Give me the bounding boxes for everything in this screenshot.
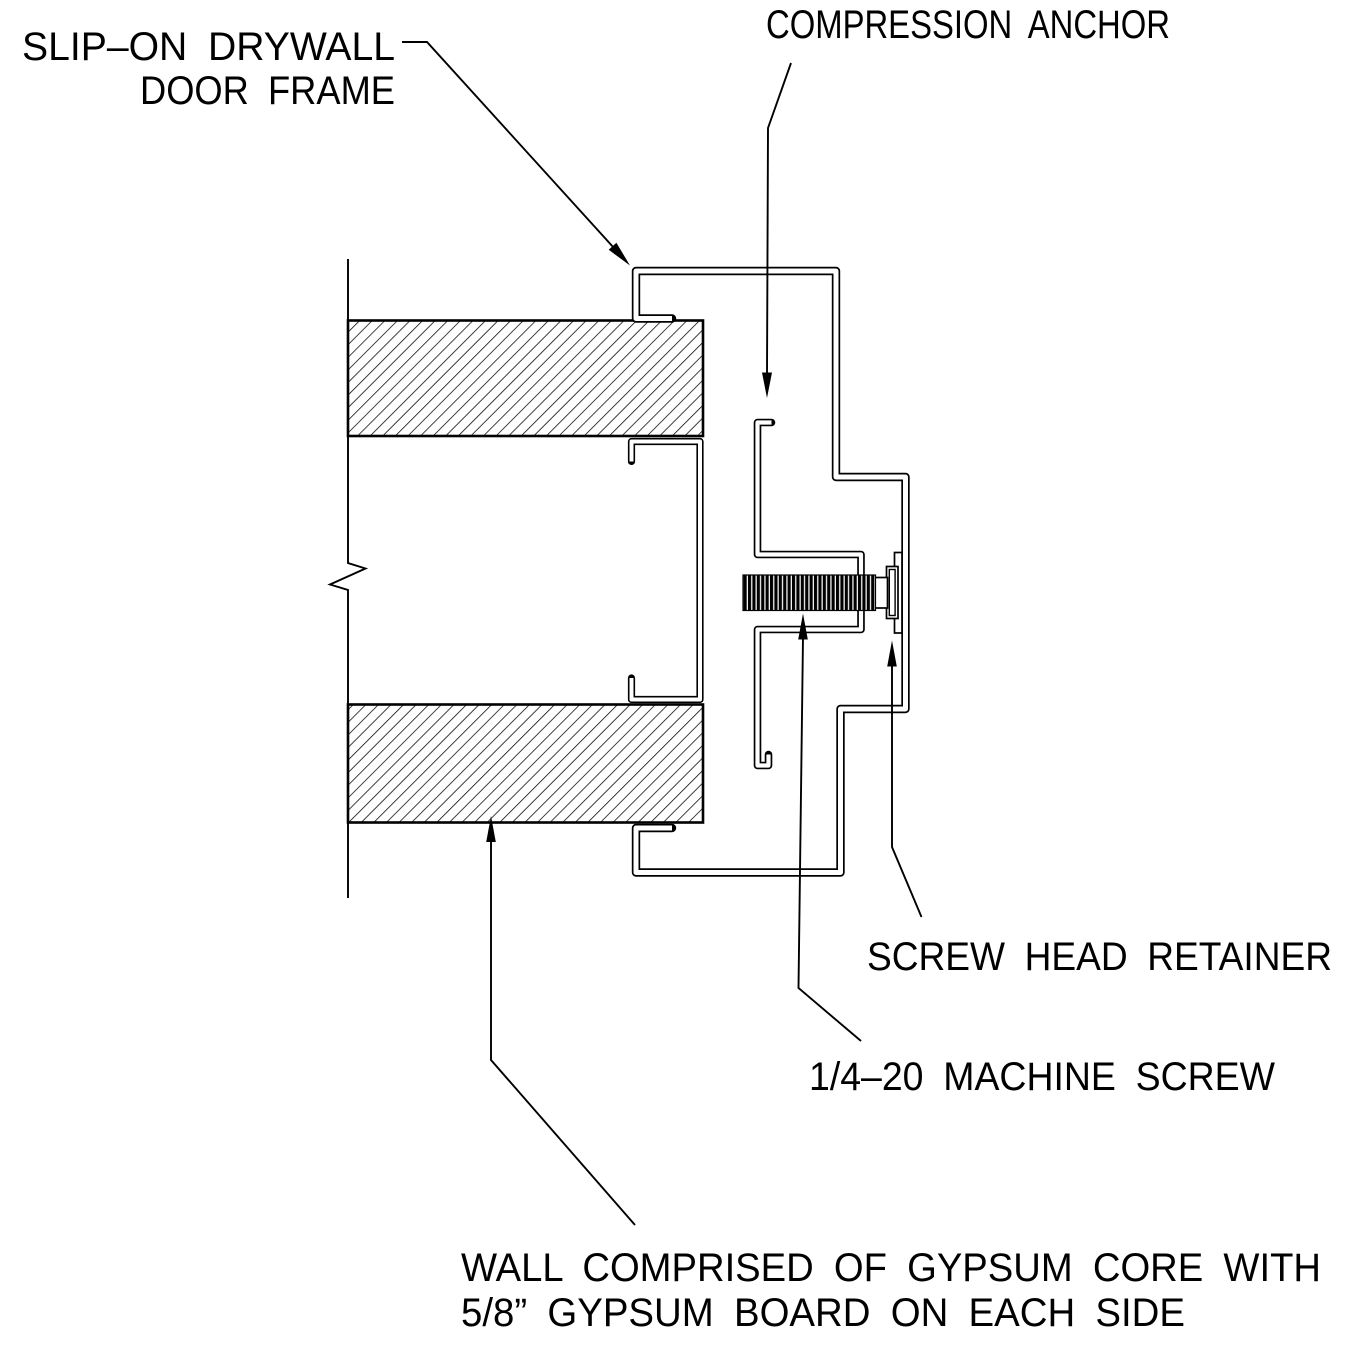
label-door-frame-line1: SLIP–ON DRYWALL	[22, 25, 395, 69]
gypsum-board-upper	[346, 319, 705, 438]
label-compression-anchor: COMPRESSION ANCHOR	[766, 3, 1170, 47]
label-screw-head-retainer: SCREW HEAD RETAINER	[867, 935, 1332, 979]
leader-machine-screw	[797, 613, 862, 1042]
leader-compression-anchor	[762, 62, 792, 398]
screw-head-inner	[888, 568, 896, 617]
screw-threads	[742, 574, 877, 612]
leader-door-frame	[402, 41, 630, 266]
machine-screw	[742, 565, 899, 620]
label-wall-note-line2: 5/8” GYPSUM BOARD ON EACH SIDE	[461, 1291, 1185, 1335]
screw-shank	[873, 576, 889, 609]
label-door-frame-line2: DOOR FRAME	[140, 69, 395, 113]
leader-wall-note	[486, 816, 636, 1226]
door-frame-profile	[631, 266, 910, 877]
label-machine-screw: 1/4–20 MACHINE SCREW	[809, 1055, 1275, 1099]
leader-screw-head-retainer	[887, 640, 923, 918]
wall-break-line	[327, 259, 369, 898]
metal-stud	[627, 437, 704, 704]
gypsum-board-lower	[346, 703, 705, 824]
label-wall-note-line1: WALL COMPRISED OF GYPSUM CORE WITH	[461, 1246, 1321, 1290]
compression-anchor	[753, 418, 865, 770]
